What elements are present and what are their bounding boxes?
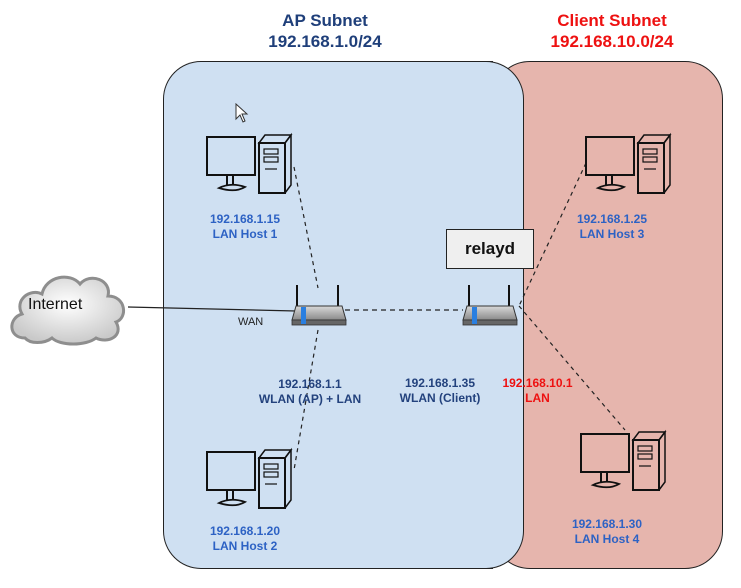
host1-label: 192.168.1.15 LAN Host 1 xyxy=(190,212,300,242)
client-router-lan-ip: 192.168.10.1 xyxy=(502,376,573,390)
relayd-box: relayd xyxy=(446,229,534,269)
ap-subnet-title: AP Subnet 192.168.1.0/24 xyxy=(225,10,425,52)
host1-name: LAN Host 1 xyxy=(212,227,278,241)
main-router-ip: 192.168.1.1 xyxy=(278,377,342,391)
host1-computer-icon xyxy=(206,132,293,194)
host4-ip: 192.168.1.30 xyxy=(571,517,643,531)
host4-link xyxy=(518,305,626,431)
host2-name: LAN Host 2 xyxy=(212,539,278,553)
host4-label: 192.168.1.30 LAN Host 4 xyxy=(552,517,662,547)
main-router-role: WLAN (AP) + LAN xyxy=(258,392,362,406)
client-subnet-title: Client Subnet 192.168.10.0/24 xyxy=(512,10,712,52)
wan-link xyxy=(127,306,297,312)
main-router-icon xyxy=(291,285,347,326)
host3-link xyxy=(518,162,587,307)
client-router-lan-label: 192.168.10.1 LAN xyxy=(490,376,585,406)
host3-computer-icon xyxy=(585,132,672,194)
client-router-icon xyxy=(462,285,518,326)
client-subnet-name: Client Subnet xyxy=(557,11,667,30)
internet-label: Internet xyxy=(28,296,83,313)
client-router-wlan-ip: 192.168.1.35 xyxy=(404,376,476,390)
client-router-wlan-role: WLAN (Client) xyxy=(399,391,481,405)
client-subnet-zone xyxy=(492,61,723,569)
host2-computer-icon xyxy=(206,447,293,509)
host4-computer-icon xyxy=(580,429,667,491)
main-router-label: 192.168.1.1 WLAN (AP) + LAN xyxy=(240,377,380,407)
ap-subnet-cidr: 192.168.1.0/24 xyxy=(268,32,382,51)
mouse-cursor-icon xyxy=(235,103,249,123)
internet-cloud-icon xyxy=(10,275,125,346)
client-router-wlan-label: 192.168.1.35 WLAN (Client) xyxy=(385,376,495,406)
host2-label: 192.168.1.20 LAN Host 2 xyxy=(190,524,300,554)
host3-ip: 192.168.1.25 xyxy=(576,212,648,226)
host1-ip: 192.168.1.15 xyxy=(209,212,281,226)
client-subnet-cidr: 192.168.10.0/24 xyxy=(550,32,674,51)
wan-label: WAN xyxy=(238,316,264,328)
ap-subnet-name: AP Subnet xyxy=(282,11,368,30)
host4-name: LAN Host 4 xyxy=(574,532,640,546)
relayd-label: relayd xyxy=(464,239,516,258)
host3-name: LAN Host 3 xyxy=(579,227,645,241)
host3-label: 192.168.1.25 LAN Host 3 xyxy=(557,212,667,242)
client-router-lan-role: LAN xyxy=(525,391,550,405)
host2-ip: 192.168.1.20 xyxy=(209,524,281,538)
